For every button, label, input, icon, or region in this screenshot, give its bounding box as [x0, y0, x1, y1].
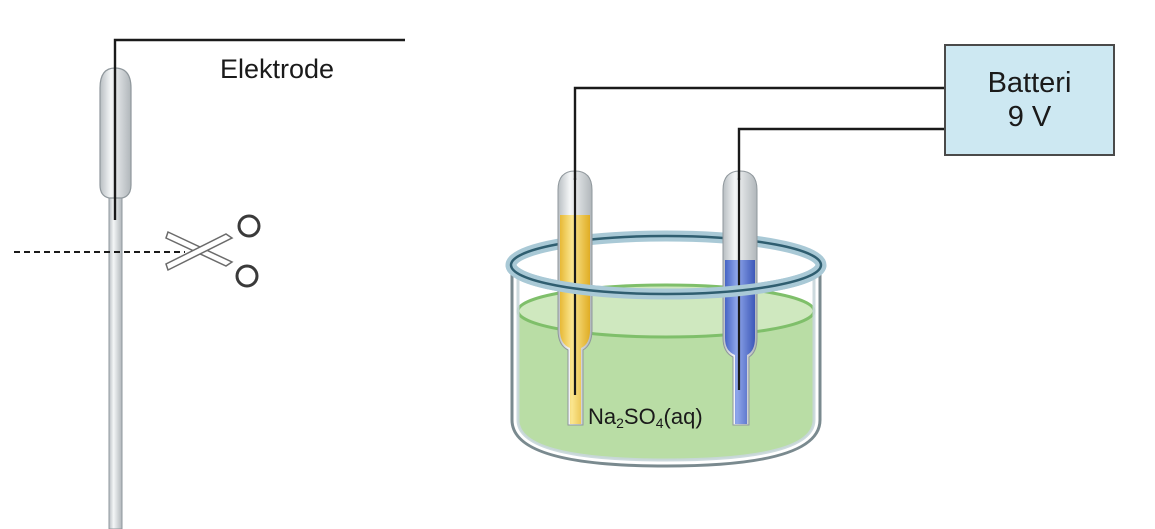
electrode-label: Elektrode [220, 54, 335, 84]
wire-left [573, 86, 944, 180]
solution-label: Na2SO4(aq) [588, 404, 703, 431]
battery-box: Batteri 9 V [944, 44, 1115, 156]
beaker-front-rim [505, 264, 827, 300]
scissors-icon [165, 214, 261, 288]
battery-label: Batteri [987, 67, 1072, 99]
wire-right [737, 127, 944, 180]
blue-tube [722, 170, 758, 426]
pipette-electrode [99, 38, 405, 529]
battery-voltage: 9 V [1007, 101, 1052, 133]
